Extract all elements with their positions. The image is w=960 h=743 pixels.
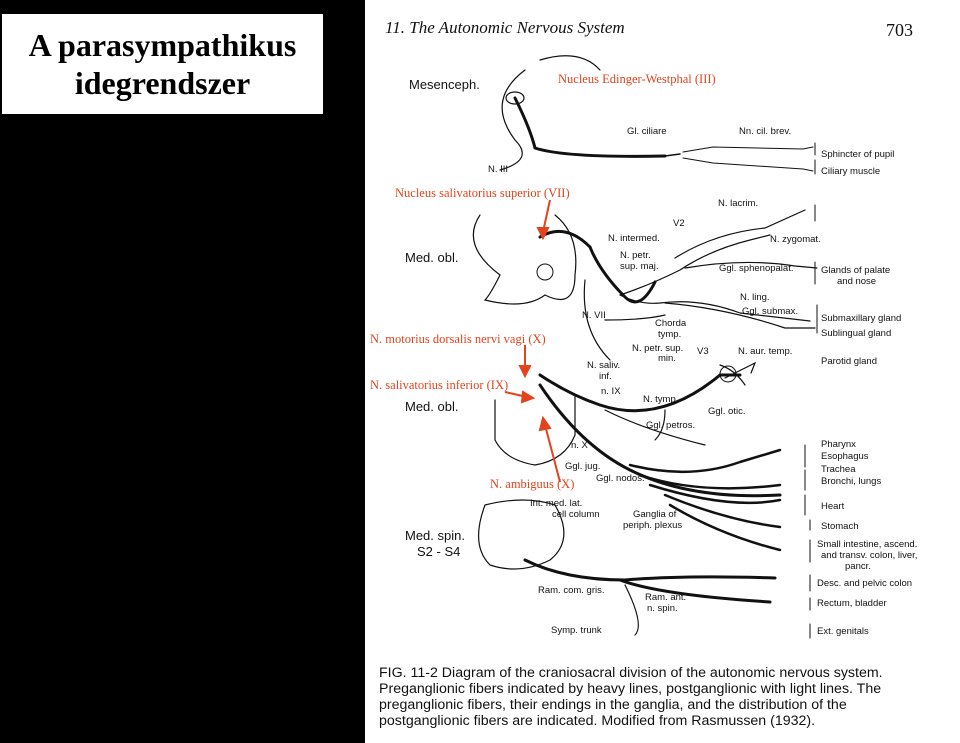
label-n-saliv-inf-1: N. saliv. — [587, 360, 621, 371]
label-trachea: Trachea — [821, 464, 856, 475]
label-salivatorius-inferior: N. salivatorius inferior (IX) — [370, 378, 509, 392]
label-ganglia-periph-1: Ganglia of — [633, 509, 677, 520]
label-parotid: Parotid gland — [821, 356, 877, 367]
label-submaxillary: Submaxillary gland — [821, 313, 902, 324]
label-sphincter: Sphincter of pupil — [821, 149, 895, 160]
label-pharynx: Pharynx — [821, 439, 856, 450]
label-v3: V3 — [697, 346, 709, 357]
label-n-vii: N. VII — [582, 310, 606, 321]
caption-line1: FIG. 11-2 Diagram of the craniosacral di… — [379, 665, 883, 681]
label-n-saliv-inf-2: inf. — [599, 371, 612, 382]
label-n-intermed: N. intermed. — [608, 233, 660, 244]
label-n-aur-temp: N. aur. temp. — [738, 346, 793, 357]
label-glands-palate-2: and nose — [837, 276, 877, 287]
label-n-tymp: N. tymp. — [643, 394, 679, 405]
label-n-ix: n. IX — [601, 386, 621, 397]
label-ext-genitals: Ext. genitals — [817, 626, 869, 637]
slide-title-box: A parasympathikus idegrendszer — [2, 14, 323, 114]
label-ganglia-periph-2: periph. plexus — [623, 520, 683, 531]
label-ciliary: Ciliary muscle — [821, 166, 881, 177]
label-nn-cil-brev: Nn. cil. brev. — [739, 126, 792, 137]
label-n-iii: N. III — [488, 164, 509, 175]
label-ggl-petros: Ggl. petros. — [646, 420, 696, 431]
label-chorda-1: Chorda — [655, 318, 687, 329]
label-n-petr-sup-min-2: min. — [658, 353, 676, 364]
book-page: 11. The Autonomic Nervous System 703 Nuc… — [365, 0, 960, 743]
label-ram-ant-2: n. spin. — [647, 603, 678, 614]
label-n-petr-sup-maj-2: sup. maj. — [620, 261, 659, 272]
label-ggl-otic: Ggl. otic. — [708, 406, 746, 417]
label-n-x: n. X — [571, 440, 588, 451]
label-med-spin-1: Med. spin. — [405, 528, 465, 543]
label-gl-ciliare: Gl. ciliare — [627, 126, 667, 137]
label-small-int-2: and transv. colon, liver, — [821, 550, 918, 561]
label-motorius-vagi: N. motorius dorsalis nervi vagi (X) — [370, 332, 546, 346]
label-esophagus: Esophagus — [821, 451, 869, 462]
label-int-med-lat-2: cell column — [552, 509, 600, 520]
caption-line2: Preganglionic fibers indicated by heavy … — [379, 681, 882, 697]
label-ggl-nodos: Ggl. nodos. — [596, 473, 645, 484]
label-med-spin-2: S2 - S4 — [417, 544, 461, 559]
slide-title-line2: idegrendszer — [74, 65, 251, 101]
label-n-ling: N. ling. — [740, 292, 770, 303]
slide-title-line1: A parasympathikus — [28, 27, 297, 63]
label-heart: Heart — [821, 501, 845, 512]
label-ram-com-gris: Ram. com. gris. — [538, 585, 605, 596]
label-ram-ant-1: Ram. ant. — [645, 592, 687, 603]
label-med-obl-1: Med. obl. — [405, 250, 459, 265]
label-int-med-lat-1: Int. med. lat. — [530, 498, 583, 509]
label-ggl-submax: Ggl. submax. — [742, 306, 798, 317]
nerve-diagram — [472, 55, 818, 639]
caption-line4: postganglionic fibers are indicated. Mod… — [379, 713, 816, 729]
label-v2: V2 — [673, 218, 685, 229]
label-ggl-jug: Ggl. jug. — [565, 461, 601, 472]
label-sublingual: Sublingual gland — [821, 328, 892, 339]
label-n-petr-sup-maj-1: N. petr. — [620, 250, 651, 261]
label-desc-pelvic: Desc. and pelvic colon — [817, 578, 913, 589]
chapter-header: 11. The Autonomic Nervous System — [385, 18, 625, 37]
label-n-lacrim: N. lacrim. — [718, 198, 759, 209]
label-bronchi: Bronchi, lungs — [821, 476, 882, 487]
label-small-int-1: Small intestine, ascend. — [817, 539, 918, 550]
label-small-int-3: pancr. — [845, 561, 871, 572]
label-glands-palate-1: Glands of palate — [821, 265, 891, 276]
label-symp-trunk: Symp. trunk — [551, 625, 602, 636]
label-mesenceph: Mesenceph. — [409, 77, 480, 92]
label-ambiguus: N. ambiguus (X) — [490, 477, 575, 491]
label-ggl-sphenopalat: Ggl. sphenopalat. — [719, 263, 794, 274]
label-salivatorius-superior: Nucleus salivatorius superior (VII) — [395, 186, 570, 200]
label-stomach: Stomach — [821, 521, 859, 532]
page-number: 703 — [886, 20, 913, 40]
label-n-petr-sup-min-1: N. petr. sup. — [632, 343, 684, 354]
label-med-obl-2: Med. obl. — [405, 399, 459, 414]
label-rectum: Rectum, bladder — [817, 598, 887, 609]
caption-line3: preganglionic fibers, their endings in t… — [379, 697, 847, 713]
label-edinger-westphal: Nucleus Edinger-Westphal (III) — [558, 72, 716, 86]
figure-caption: FIG. 11-2 Diagram of the craniosacral di… — [379, 665, 951, 729]
label-n-zygomat: N. zygomat. — [770, 234, 821, 245]
label-chorda-2: tymp. — [658, 329, 682, 340]
